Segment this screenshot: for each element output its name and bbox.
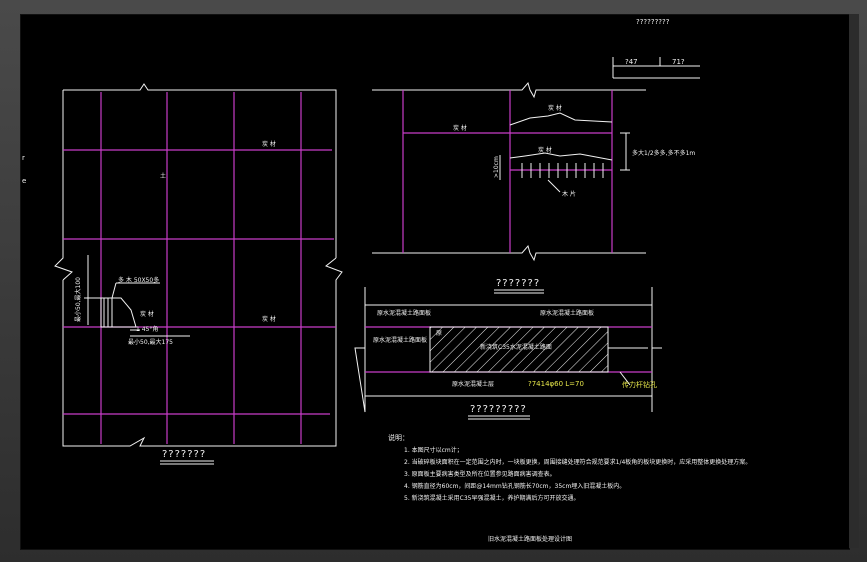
section-bottom-label-dowel-right: 传力杆钻孔 bbox=[622, 380, 657, 389]
title-block-right: 71? bbox=[672, 58, 685, 66]
section-bottom-label-mid-left: 原水泥混凝土路面板 bbox=[373, 336, 427, 344]
section-top-label-right: 多大1/2多多,多不多1m bbox=[632, 149, 695, 157]
drawing-title: 旧水泥混凝土路面板处理设计图 bbox=[488, 535, 572, 543]
plan-label-size-vertical: 最小50,最大100 bbox=[74, 277, 82, 322]
section-bottom-label-top-left: 原水泥混凝土路面板 bbox=[377, 309, 431, 317]
plan-label-size-2: 最小50,最大175 bbox=[128, 338, 173, 346]
notes-block: 说明： 1. 本图尺寸以cm计； 2. 当破碎板块面积在一定范围之内时，一块板更… bbox=[388, 433, 751, 502]
notes-heading: 说明： bbox=[388, 433, 409, 442]
drawing-canvas[interactable] bbox=[20, 14, 850, 550]
plan-label-small-1: 炭 材 bbox=[140, 310, 154, 318]
plan-view: 多 木 50X50多 最小50,最大175 最小50,最大100 炭 材 1 4… bbox=[54, 83, 343, 465]
section-top-label-1: 炭 材 bbox=[548, 104, 562, 112]
plan-label-size-1: 多 木 50X50多 bbox=[118, 276, 159, 284]
section-bottom-label-top-right: 原水泥混凝土路面板 bbox=[540, 309, 594, 317]
note-item-5: 5. 新浇筑混凝土采用C35早强混凝土，养护期满后方可开放交通。 bbox=[404, 494, 579, 502]
plan-label-center: 土 bbox=[160, 172, 166, 180]
vertical-scrollbar[interactable] bbox=[849, 14, 859, 548]
top-right-title: ????????? bbox=[636, 18, 670, 26]
section-bottom-title: ????????? bbox=[470, 404, 527, 415]
plan-title: ??????? bbox=[162, 449, 206, 460]
section-top-label-3: 炭 材 bbox=[538, 146, 552, 154]
section-top-label-2: 炭 材 bbox=[453, 124, 467, 132]
plan-label-small-2: 1 45°角 bbox=[136, 325, 158, 333]
title-block: ?47 71? bbox=[612, 57, 700, 79]
section-bottom-label-small: 原 bbox=[436, 330, 442, 337]
section-top-label-vertical: >10cm bbox=[493, 156, 500, 178]
section-bottom-label-bottom-left: 原水泥混凝土层 bbox=[452, 380, 494, 388]
plan-label-gangjin-2: 炭 材 bbox=[262, 315, 276, 323]
section-top-view: 炭 材 炭 材 炭 材 木 片 多大1/2多多,多不多1m >10cm ????… bbox=[372, 81, 695, 294]
side-mark-1: r bbox=[22, 154, 25, 162]
section-bottom-label-dowel: ?7414φ60 L=70 bbox=[528, 380, 584, 388]
section-bottom-label-hatch: 新浇筑C35水泥混凝土路面 bbox=[480, 343, 552, 351]
plan-label-gangjin-1: 炭 材 bbox=[262, 140, 276, 148]
note-item-1: 1. 本图尺寸以cm计； bbox=[404, 446, 463, 454]
note-item-3: 3. 原面板主要病害类型及所在位置参见路面病害调查表。 bbox=[404, 470, 556, 478]
section-bottom-view: 原水泥混凝土路面板 原水泥混凝土路面板 原水泥混凝土路面板 新浇筑C35水泥混凝… bbox=[354, 287, 662, 420]
title-block-left: ?47 bbox=[625, 58, 638, 66]
side-mark-2: e bbox=[22, 177, 26, 185]
note-item-4: 4. 钢筋直径为60cm，间距@14mm钻孔钢筋长70cm，35cm埋入旧混凝土… bbox=[404, 482, 625, 490]
note-item-2: 2. 当破碎板块面积在一定范围之内时，一块板更换，周围接缝处理符合规范要求1/4… bbox=[404, 458, 751, 466]
section-top-title: ??????? bbox=[496, 278, 540, 289]
section-top-label-4: 木 片 bbox=[562, 190, 576, 198]
